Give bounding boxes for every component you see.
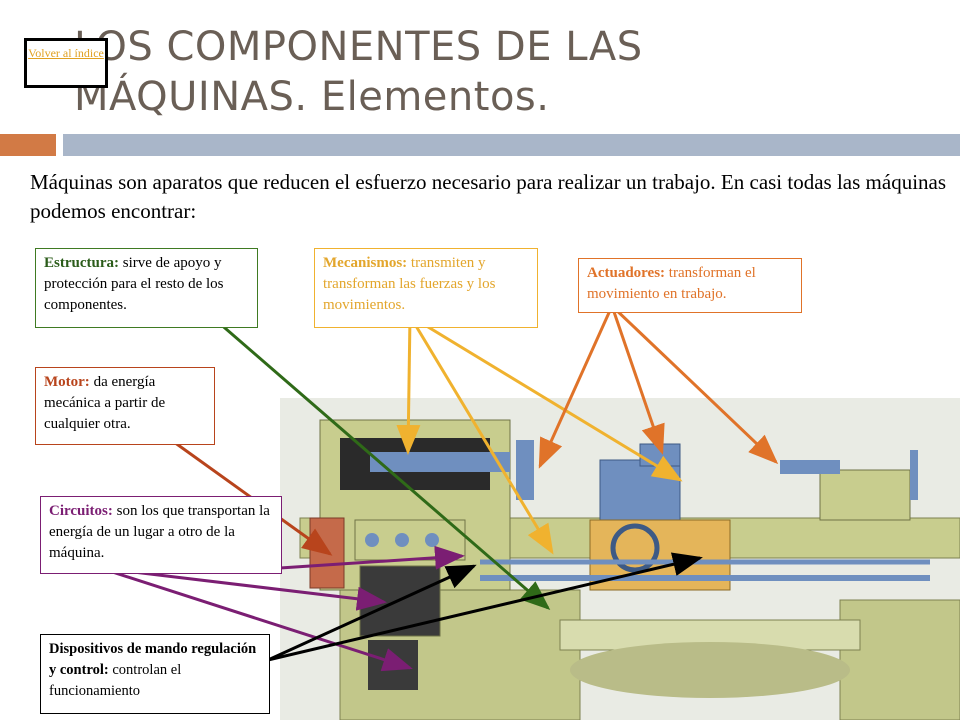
lathe-illustration bbox=[280, 398, 960, 720]
faceplate bbox=[516, 440, 534, 500]
circuitos-desc: son los que transportan la energía de un… bbox=[49, 503, 270, 561]
intro-text: Máquinas son aparatos que reducen el esf… bbox=[30, 170, 947, 223]
gear-lever-1 bbox=[365, 533, 379, 547]
arrow-circuitos-2 bbox=[99, 566, 413, 672]
circuitos-term: Circuitos: bbox=[49, 503, 113, 519]
accent-bar bbox=[0, 134, 56, 156]
mecanismos-desc: transmiten y transforman las fuerzas y l… bbox=[323, 255, 496, 313]
motor-term: Motor: bbox=[44, 374, 90, 390]
callout-mecanismos: Mecanismos: transmiten y transforman las… bbox=[314, 248, 538, 328]
tailstock-quill bbox=[780, 460, 840, 474]
arrow-motor bbox=[159, 430, 333, 556]
actuadores-term: Actuadores: bbox=[587, 265, 666, 281]
gear-lever-3 bbox=[425, 533, 439, 547]
callout-dispositivos: Dispositivos de mando regulación y contr… bbox=[40, 634, 270, 714]
callout-circuitos: Circuitos: son los que transportan la en… bbox=[40, 496, 282, 574]
arrow-actuadores-3 bbox=[610, 304, 779, 465]
page-title: LOS COMPONENTES DE LAS MÁQUINAS. Element… bbox=[74, 22, 643, 122]
tailstock-handwheel bbox=[910, 450, 918, 500]
divider-bar bbox=[63, 134, 960, 156]
arrow-estructura bbox=[217, 320, 551, 610]
dispositivos-desc: controlan el funcionamiento bbox=[49, 662, 182, 699]
mecanismos-term: Mecanismos: bbox=[323, 255, 408, 271]
estructura-term: Estructura: bbox=[44, 255, 119, 271]
handwheel bbox=[610, 523, 660, 573]
back-to-index-link[interactable]: Volver al índice bbox=[24, 38, 108, 88]
callout-estructura: Estructura: sirve de apoyo y protección … bbox=[35, 248, 258, 328]
dispositivos-term: Dispositivos de mando regulación y contr… bbox=[49, 641, 257, 678]
arrow-actuadores-1 bbox=[538, 305, 614, 469]
lathe-floor-shadow bbox=[570, 642, 850, 698]
title-line-2: MÁQUINAS. Elementos. bbox=[74, 74, 550, 120]
actuadores-desc: transforman el movimiento en trabajo. bbox=[587, 265, 756, 302]
motor-desc: da energía mecánica a partir de cualquie… bbox=[44, 374, 166, 432]
arrow-circuitos-3 bbox=[279, 545, 465, 570]
spindle bbox=[370, 452, 510, 472]
arrow-dispositivos-2 bbox=[267, 552, 703, 662]
arrow-actuadores-2 bbox=[610, 305, 665, 455]
arrow-mecanismos-2 bbox=[408, 315, 554, 555]
title-line-1: LOS COMPONENTES DE LAS bbox=[74, 24, 643, 70]
arrow-mecanismos-1 bbox=[396, 315, 421, 455]
estructura-desc: sirve de apoyo y protección para el rest… bbox=[44, 255, 224, 313]
arrow-dispositivos-1 bbox=[267, 564, 477, 662]
callout-motor: Motor: da energía mecánica a partir de c… bbox=[35, 367, 215, 445]
arrow-mecanismos-3 bbox=[409, 314, 683, 482]
gear-lever-2 bbox=[395, 533, 409, 547]
callout-actuadores: Actuadores: transforman el movimiento en… bbox=[578, 258, 802, 313]
tailstock bbox=[819, 469, 911, 521]
